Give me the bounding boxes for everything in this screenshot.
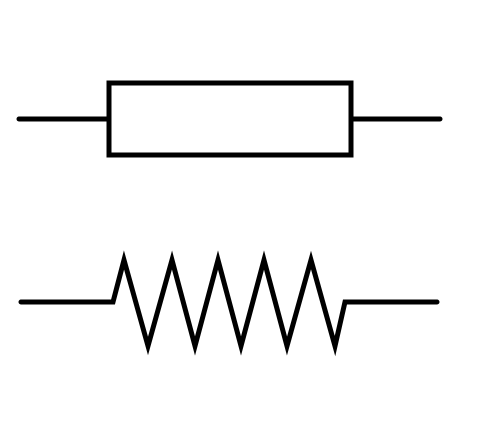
resistor-iec-symbol: [16, 80, 443, 158]
resistor-ansi-symbol: [18, 250, 440, 357]
ansi-resistor-zigzag: [18, 250, 440, 357]
iec-resistor-body: [106, 80, 354, 158]
